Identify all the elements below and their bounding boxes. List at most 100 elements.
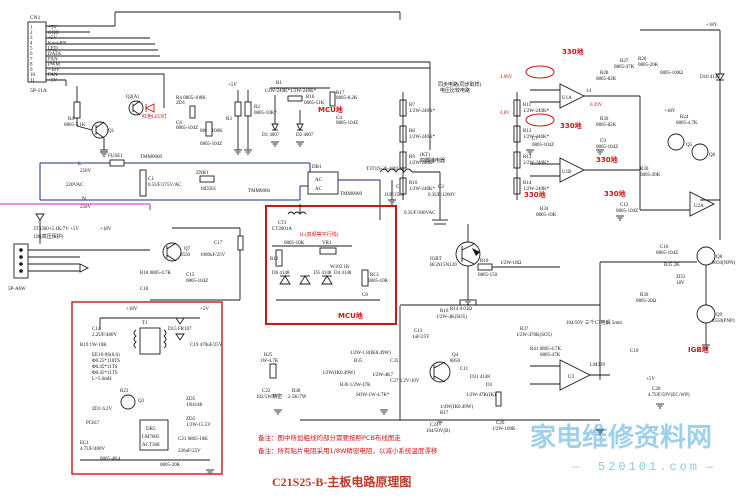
svg-text:Q9: Q9 [716, 313, 723, 318]
opamp-chain: U1A 14 U1B U2A 4.66V 4.8V 0.39V 330地 330… [500, 47, 716, 218]
svg-text:ACT368: ACT368 [142, 443, 160, 448]
ladder-resistor-label: R13 [523, 155, 532, 160]
ladder-resistor-value: 1/2W-240K* [409, 109, 436, 114]
svg-text:R24: R24 [680, 115, 689, 120]
svg-text:+5V: +5V [200, 307, 209, 312]
svg-text:R14 0.01Ω: R14 0.01Ω [450, 307, 472, 312]
mcu-ground-label-mid: MCU地 [338, 311, 363, 320]
resonant-coil: T3T1N-26-4001/N C2 1UF/250V (KT) 四脚继电器 C… [366, 153, 456, 225]
svg-text:C22: C22 [262, 389, 271, 394]
connector-pin-number: 2 [30, 31, 33, 36]
svg-text:R35 2K: R35 2K [664, 263, 680, 268]
svg-text:R4: R4 [68, 117, 74, 122]
svg-text:0805-104Z: 0805-104Z [596, 145, 618, 150]
svg-text:250V: 250V [80, 169, 92, 174]
ladder-resistor-label: R12 [523, 129, 532, 134]
svg-text:1/2W-10Ω: 1/2W-10Ω [500, 261, 521, 266]
mcu-ground-label-top: MCU地 [318, 105, 343, 114]
svg-text:102/5W精密: 102/5W精密 [256, 393, 282, 400]
svg-text:Φ0.25*110TS: Φ0.25*110TS [92, 359, 120, 364]
svg-text:D8(高压保护): D8(高压保护) [34, 233, 64, 240]
svg-text:1/2W-100K: 1/2W-100K [492, 427, 516, 432]
svg-text:R2: R2 [254, 105, 260, 110]
svg-text:0805-20K: 0805-20K [640, 173, 661, 178]
svg-text:1/4W(IK0.49W): 1/4W(IK0.49W) [440, 405, 474, 410]
igbt-part: BGN15N120 [430, 263, 457, 268]
svg-text:R30: R30 [640, 167, 649, 172]
svg-text:EC1: EC1 [80, 441, 89, 446]
svg-text:220uF/25V: 220uF/25V [178, 449, 201, 454]
svg-text:1W-4.7K: 1W-4.7K [260, 359, 279, 364]
ladder-resistor-value: 1/2W-240K* [409, 161, 436, 166]
svg-text:0805-47K: 0805-47K [540, 353, 561, 358]
svg-text:Q5: Q5 [686, 143, 693, 148]
svg-text:C11: C11 [460, 367, 469, 372]
gnd-330-b: 330地 [560, 121, 582, 130]
svg-text:330地: 330地 [604, 189, 626, 198]
connector-pin-label: +5V [48, 26, 57, 31]
svg-text:8050(NPN): 8050(NPN) [712, 261, 736, 266]
note-2: 备注：所有贴片电阻采用1/8W精密电阻，以减小系统温度漂移 [258, 446, 438, 455]
resistor-ladder: R71/2W-240K*R81/2W-240K*R91/2W-240K*R101… [399, 81, 550, 200]
svg-text:5P-A6W: 5P-A6W [8, 287, 26, 292]
svg-text:+5V: +5V [70, 227, 79, 232]
connector-pin-label: GND [48, 31, 59, 36]
switching-power-supply: +18V +5V T1 D15 FR107 C14 2.2UF/400V R19… [71, 301, 223, 475]
svg-text:D1 4007: D1 4007 [262, 133, 280, 138]
svg-text:0805-20K: 0805-20K [160, 463, 181, 468]
svg-text:1/2W-470K(SO5): 1/2W-470K(SO5) [516, 333, 552, 338]
svg-text:1uF/25V: 1uF/25V [412, 335, 430, 340]
svg-text:14: 14 [586, 89, 592, 94]
svg-text:330地: 330地 [524, 190, 546, 199]
svg-text:0805-104Z: 0805-104Z [200, 142, 222, 147]
svg-text:1/2W-4K(SO5): 1/2W-4K(SO5) [436, 315, 467, 320]
svg-text:R37: R37 [520, 327, 529, 332]
svg-text:U2A: U2A [694, 204, 704, 209]
svg-text:+5V: +5V [646, 377, 655, 382]
svg-text:R35: R35 [354, 359, 363, 364]
isolation-boundary [0, 203, 151, 210]
svg-text:0805-104Z: 0805-104Z [532, 143, 554, 148]
svg-text:ZNR1: ZNR1 [196, 171, 209, 176]
ladder-resistor-value: 1/2W-240K* [409, 135, 436, 140]
gnd-330-a: 330地 [562, 47, 584, 56]
svg-text:R30: R30 [600, 117, 609, 122]
svg-text:1N4148: 1N4148 [186, 403, 203, 408]
svg-text:Q2(A): Q2(A) [126, 95, 139, 100]
svg-text:0805-10K*: 0805-10K* [254, 111, 277, 116]
svg-text:0.5UF/275V/AC: 0.5UF/275V/AC [148, 183, 182, 188]
svg-text:R26: R26 [638, 57, 647, 62]
svg-text:0805-104Z: 0805-104Z [186, 279, 208, 284]
svg-text:R23: R23 [120, 389, 129, 394]
u3-label: U3 [568, 375, 575, 380]
svg-text:R10: R10 [480, 259, 489, 264]
svg-text:18V: 18V [676, 281, 685, 286]
left-display-connector: 5P-A6W IT3300+5.1K/7V +5V +18V D8(高压保护) [8, 213, 150, 292]
ladder-resistor-label: R9 [409, 155, 415, 160]
igbt-label: IGBT [430, 257, 442, 262]
svg-text:0805-4.7K: 0805-4.7K [676, 121, 698, 126]
connector-pin-label: FAN [48, 57, 58, 62]
svg-text:L=5.6mH: L=5.6mH [92, 377, 112, 382]
svg-text:C13: C13 [414, 329, 423, 334]
svg-text:+18V: +18V [100, 227, 112, 232]
svg-text:AC: AC [315, 178, 323, 183]
svg-text:R19 1W-10K: R19 1W-10K [80, 343, 107, 348]
svg-text:2.2UF/400V: 2.2UF/400V [92, 333, 118, 338]
svg-text:Q7: Q7 [184, 247, 191, 252]
svg-text:104/50V(B): 104/50V(B) [426, 429, 451, 434]
connector-pin-label: +5V [48, 79, 57, 84]
svg-text:R25: R25 [264, 353, 273, 358]
ac-in-l: L [78, 161, 82, 167]
svg-text:0805-10K: 0805-10K [284, 241, 305, 246]
resistor-network-top: +5V R2 0805-10K* R3 0805-104Z [200, 83, 277, 150]
connector-cn1-part: 5P-11A [30, 88, 47, 94]
ladder-resistor-value: 1/2W-240K* [523, 161, 550, 166]
svg-text:C18: C18 [140, 287, 149, 292]
svg-text:4.7UF/50V(EC-WP): 4.7UF/50V(EC-WP) [648, 393, 690, 398]
svg-text:ZD2: ZD2 [186, 417, 196, 422]
svg-text:R28: R28 [600, 71, 609, 76]
svg-text:—: — [571, 460, 582, 474]
svg-text:C9: C9 [600, 139, 606, 144]
ladder-resistor-label: R11 [523, 103, 532, 108]
